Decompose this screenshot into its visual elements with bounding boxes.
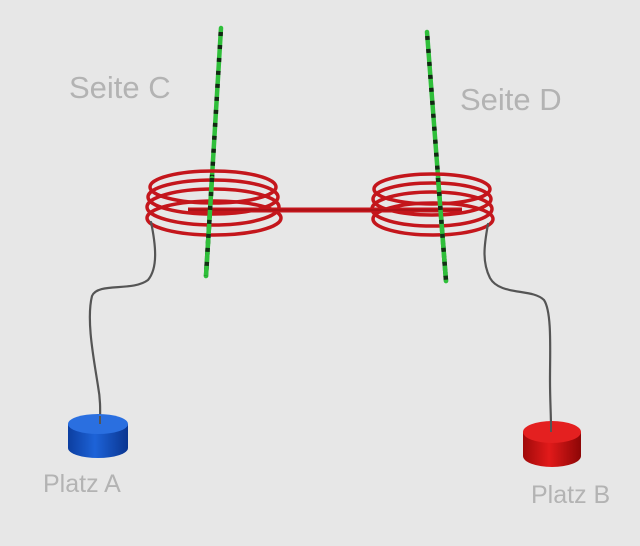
coil-right xyxy=(370,172,495,237)
wire-left xyxy=(88,220,157,426)
rod-right-front xyxy=(435,175,449,284)
label-side-c: Seite C xyxy=(69,70,171,105)
puck-b xyxy=(523,420,581,467)
label-place-a: Platz A xyxy=(43,470,121,498)
label-side-d: Seite D xyxy=(460,82,562,117)
wire-right xyxy=(483,222,553,430)
rod-left-front xyxy=(203,175,215,279)
label-place-b: Platz B xyxy=(531,481,611,509)
puck-a xyxy=(68,414,128,458)
